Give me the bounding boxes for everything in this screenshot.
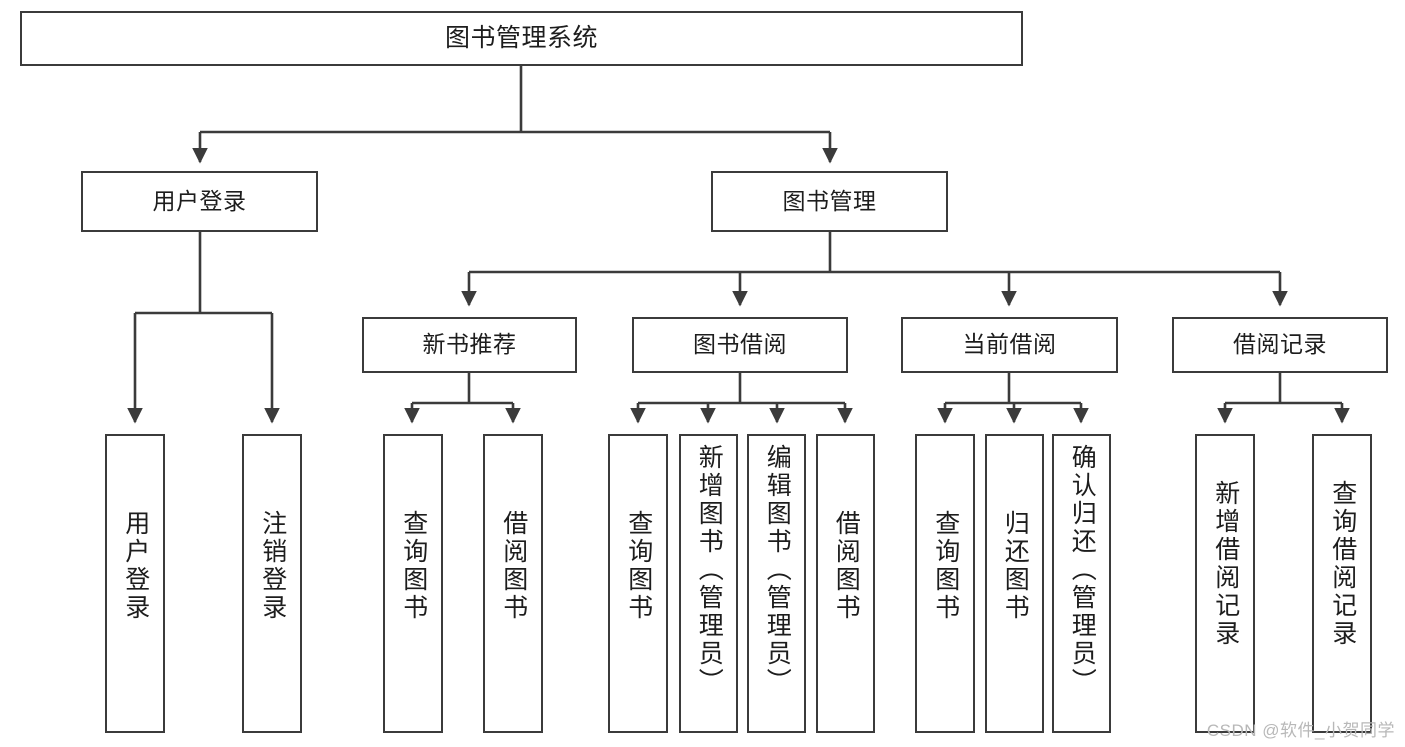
leaf-cb-return-book[interactable]: 归还图书 xyxy=(985,434,1044,733)
node-label: 查询图书 xyxy=(931,510,960,622)
node-label: 借阅图书 xyxy=(499,510,528,622)
node-label: 查询图书 xyxy=(624,510,653,622)
leaf-bb-borrow-book[interactable]: 借阅图书 xyxy=(816,434,875,733)
node-label: 图书管理系统 xyxy=(444,23,598,52)
leaf-nb-query-book[interactable]: 查询图书 xyxy=(383,434,443,733)
node-label: 新增借阅记录 xyxy=(1211,480,1240,648)
leaf-br-add-record[interactable]: 新增借阅记录 xyxy=(1195,434,1255,733)
node-label: 当前借阅 xyxy=(962,331,1057,358)
node-label: 用户登录 xyxy=(121,510,150,622)
leaf-bb-query-book[interactable]: 查询图书 xyxy=(608,434,668,733)
node-user-login[interactable]: 用户登录 xyxy=(81,171,318,232)
node-book-borrow[interactable]: 图书借阅 xyxy=(632,317,848,373)
node-label: 借阅图书 xyxy=(832,510,861,622)
node-current-borrow[interactable]: 当前借阅 xyxy=(901,317,1118,373)
leaf-logout[interactable]: 注销登录 xyxy=(242,434,302,733)
node-book-management[interactable]: 图书管理 xyxy=(711,171,948,232)
leaf-nb-borrow-book[interactable]: 借阅图书 xyxy=(483,434,543,733)
leaf-br-query-record[interactable]: 查询借阅记录 xyxy=(1312,434,1372,733)
leaf-user-login[interactable]: 用户登录 xyxy=(105,434,165,733)
leaf-cb-query-book[interactable]: 查询图书 xyxy=(915,434,975,733)
leaf-bb-add-book-admin[interactable]: 新增图书（管理员） xyxy=(679,434,738,733)
node-label: 注销登录 xyxy=(258,510,287,622)
node-label: 查询图书 xyxy=(399,510,428,622)
node-label: 图书借阅 xyxy=(693,331,787,358)
node-label: 用户登录 xyxy=(152,187,247,214)
node-borrow-record[interactable]: 借阅记录 xyxy=(1172,317,1388,373)
leaf-cb-confirm-return-admin[interactable]: 确认归还（管理员） xyxy=(1052,434,1111,733)
node-label: 图书管理 xyxy=(782,187,877,214)
node-label: 新增图书（管理员） xyxy=(695,444,724,696)
node-label: 编辑图书（管理员） xyxy=(763,444,792,696)
node-label: 新书推荐 xyxy=(422,331,517,358)
watermark-text: CSDN @软件_小贺同学 xyxy=(1206,721,1395,740)
node-new-book-recommend[interactable]: 新书推荐 xyxy=(362,317,577,373)
node-label: 查询借阅记录 xyxy=(1328,480,1357,648)
leaf-bb-edit-book-admin[interactable]: 编辑图书（管理员） xyxy=(747,434,806,733)
node-root-system[interactable]: 图书管理系统 xyxy=(20,11,1023,66)
node-label: 归还图书 xyxy=(1001,510,1030,622)
node-label: 借阅记录 xyxy=(1233,331,1327,358)
node-label: 确认归还（管理员） xyxy=(1068,444,1097,696)
